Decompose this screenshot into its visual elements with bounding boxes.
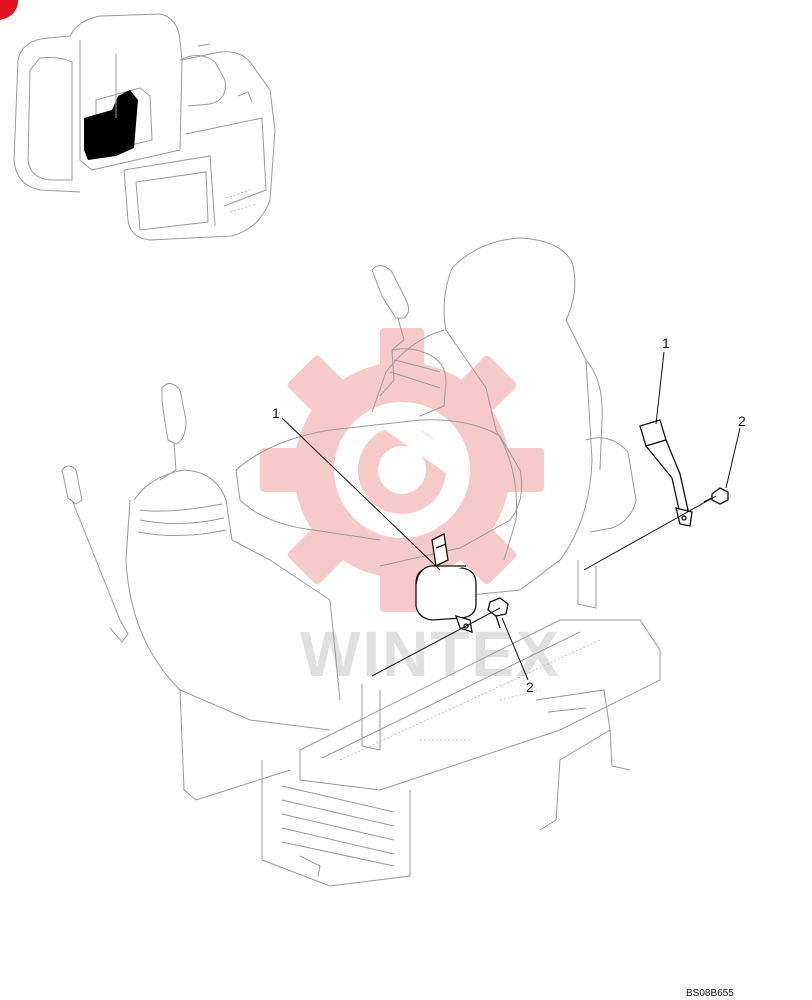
mount-axis-line	[583, 495, 717, 571]
seat-assembly-ghost	[61, 237, 661, 887]
cab-seat-highlight	[84, 90, 138, 160]
mount-axis-line	[371, 607, 501, 677]
callout-label: 2	[526, 679, 534, 695]
leader-line	[281, 417, 441, 571]
seat-belt-buckle[interactable]	[639, 419, 693, 527]
leader-line	[655, 351, 665, 425]
callout-label: 1	[662, 335, 670, 351]
seat-belt-retractor[interactable]	[415, 533, 477, 633]
leader-line	[501, 617, 529, 681]
gear-logo-icon	[260, 328, 544, 612]
callout-label: 2	[738, 413, 746, 429]
cab-locator-inset	[13, 13, 276, 241]
corner-mark-icon	[0, 0, 18, 20]
watermark-text: WINTEX	[300, 618, 561, 690]
leader-line	[725, 427, 741, 489]
figure-code: BS08B655	[686, 988, 734, 999]
callout-label: 1	[272, 405, 280, 421]
